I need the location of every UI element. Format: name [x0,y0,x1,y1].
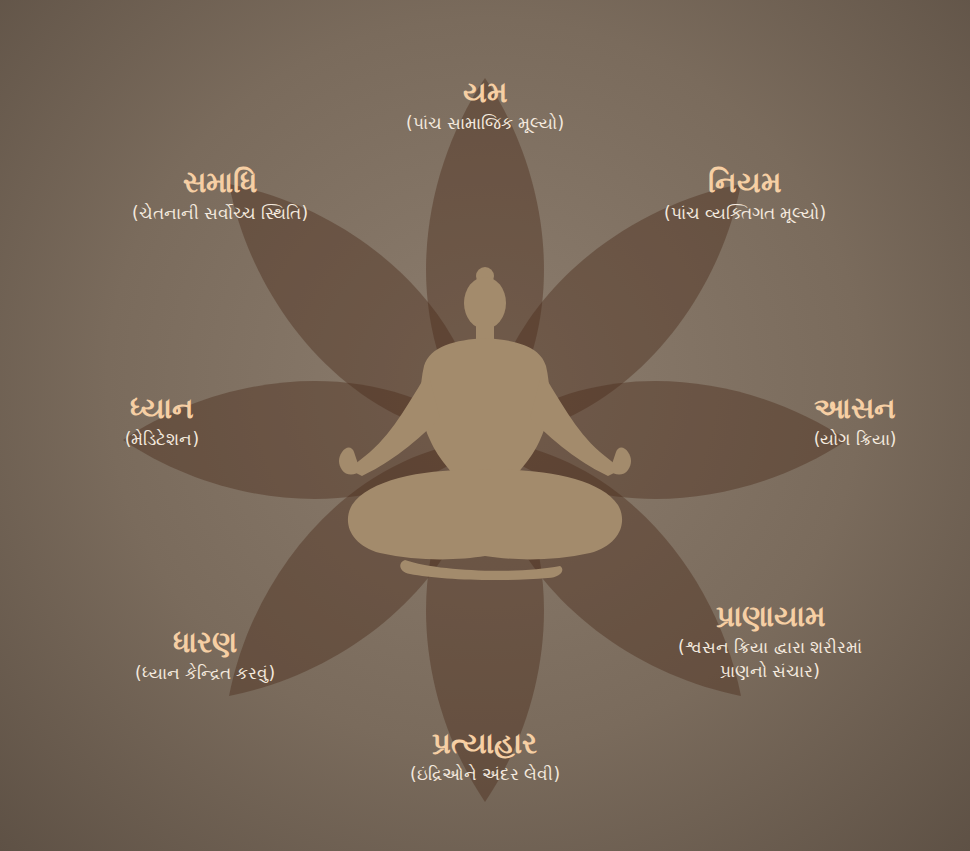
limb-name: ધારણ [135,624,275,660]
limb-description: (મેડિટેશન) [125,428,199,452]
meditating-figure [339,267,631,580]
limb-name: યમ [406,74,564,110]
limb-name: પ્રત્યાહાર [410,725,560,761]
limb-label: નિયમ(પાંચ વ્યક્તિગત મૂલ્યો) [660,162,830,228]
limb-label: સમાધિ(ચેતનાની સર્વોચ્ચ સ્થિતિ) [128,162,312,228]
limb-label: પ્રાણાયામ(શ્વસન ક્રિયા દ્વારા શરીરમાં પ્… [655,596,885,686]
limb-label: આસન(યોગ ક્રિયા) [810,388,901,454]
limb-description: (શ્વસન ક્રિયા દ્વારા શરીરમાં પ્રાણનો સંચ… [659,636,881,684]
lotus-petals [123,78,847,802]
limb-description: (ધ્યાન કેન્દ્રિત કરવું) [135,662,275,686]
limb-name: નિયમ [664,164,826,200]
limb-name: આસન [814,390,897,426]
limb-label: યમ(પાંચ સામાજિક મૂલ્યો) [402,72,568,138]
limb-description: (પાંચ સામાજિક મૂલ્યો) [406,112,564,136]
limb-label: પ્રત્યાહાર(ઇંદ્રિઓને અંદર લેવી) [406,723,564,789]
limb-description: (પાંચ વ્યક્તિગત મૂલ્યો) [664,202,826,226]
limb-label: ધ્યાન(મેડિટેશન) [121,388,203,454]
limb-label: ધારણ(ધ્યાન કેન્દ્રિત કરવું) [131,622,279,688]
limb-description: (યોગ ક્રિયા) [814,428,897,452]
limb-name: ધ્યાન [125,390,199,426]
limb-description: (ચેતનાની સર્વોચ્ચ સ્થિતિ) [132,202,308,226]
limb-name: પ્રાણાયામ [659,598,881,634]
limb-description: (ઇંદ્રિઓને અંદર લેવી) [410,763,560,787]
limb-name: સમાધિ [132,164,308,200]
